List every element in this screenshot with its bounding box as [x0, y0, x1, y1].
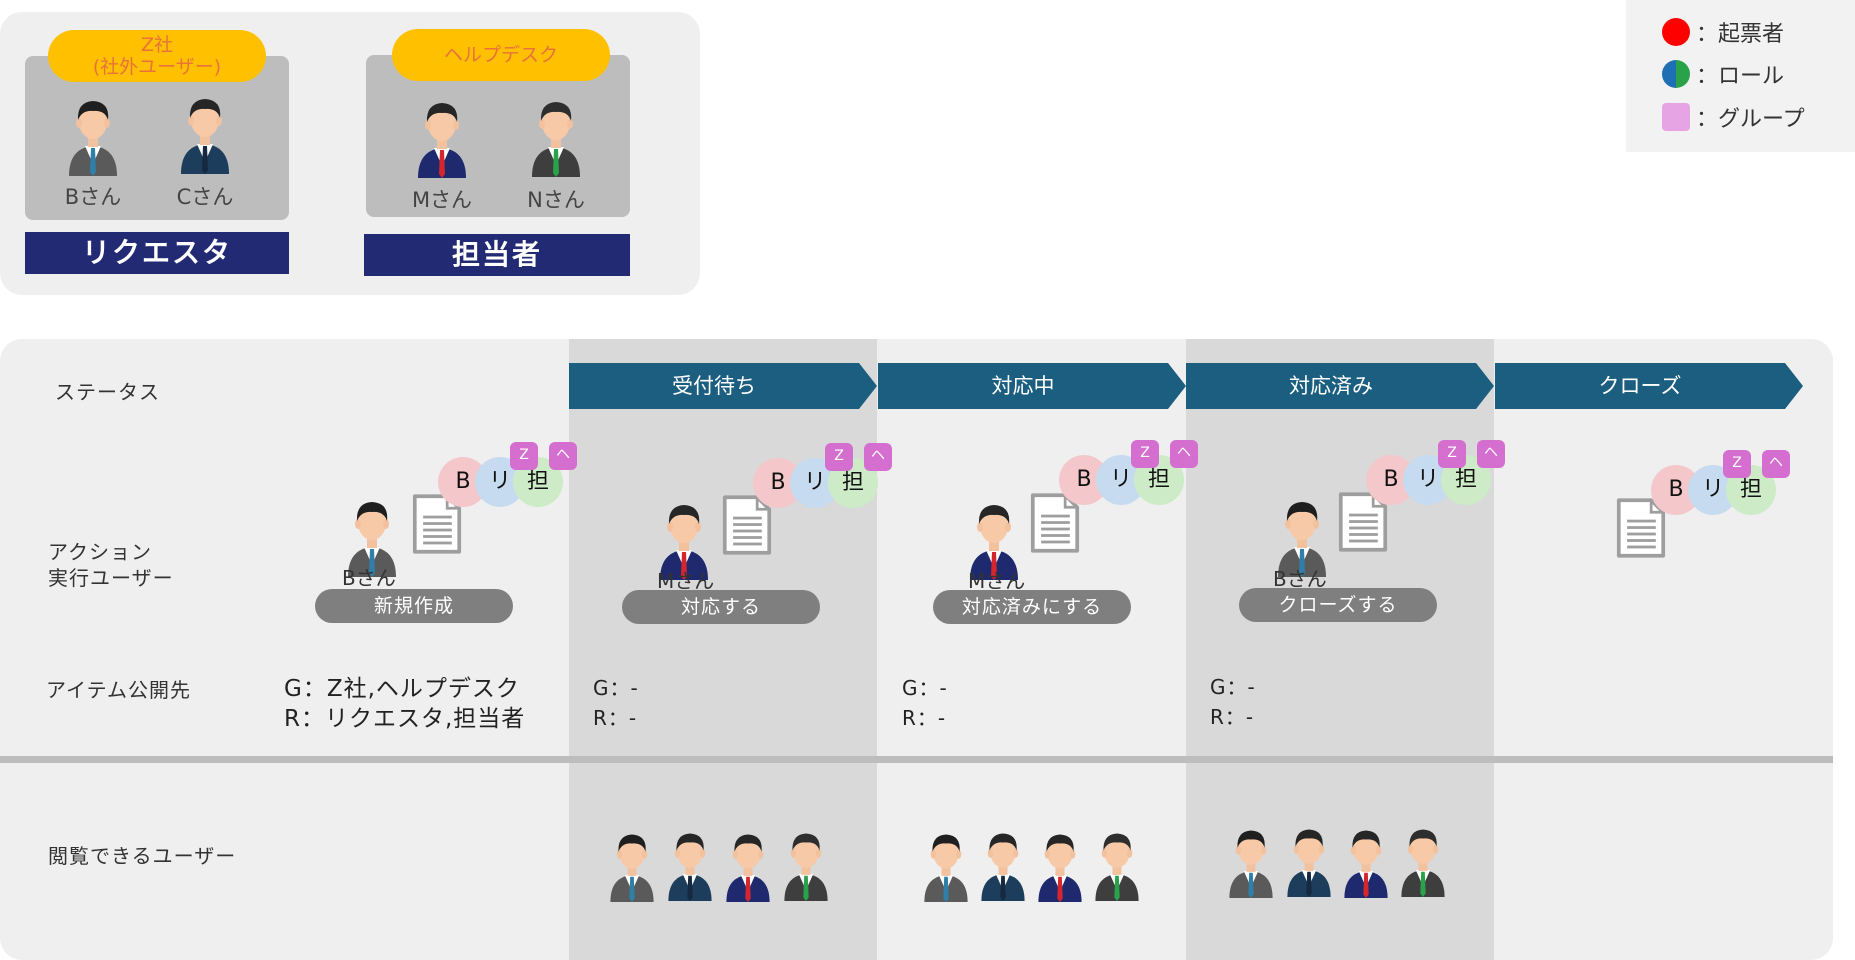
status-arrow: 受付待ち [569, 363, 877, 409]
group-pill-helpdesk: ヘルプデスク [392, 29, 610, 81]
actor-label: Mさん [657, 569, 715, 593]
half-circle-icon [1662, 60, 1690, 88]
member-label: Bさん [64, 185, 122, 209]
published-roles: R：- [1210, 705, 1255, 729]
row-label-action: アクション 実行ユーザー [48, 539, 174, 591]
status-arrow-shape [1495, 363, 1803, 409]
member-label: Cさん [176, 185, 234, 209]
row-label-published: アイテム公開先 [46, 678, 191, 702]
legend-item-role: ：ロール [1662, 58, 1784, 90]
group-badge-helpdesk: ヘ [1170, 440, 1198, 468]
legend-item-group: ：グループ [1662, 101, 1805, 133]
status-arrow-shape [569, 363, 877, 409]
status-arrow: 対応中 [878, 363, 1186, 409]
square-icon [1662, 103, 1690, 131]
row-label-line: 実行ユーザー [48, 566, 174, 590]
status-arrow-shape [878, 363, 1186, 409]
group-pill-z: Z社 (社外ユーザー) [48, 30, 266, 82]
group-badge-helpdesk: ヘ [1762, 450, 1790, 478]
red-circle-icon [1662, 18, 1690, 46]
group-badge-z: Z [1438, 440, 1466, 468]
status-label: 対応中 [991, 374, 1055, 398]
person-icon [1396, 816, 1450, 897]
row-label-line: アクション [48, 540, 152, 564]
published-roles: R：リクエスタ,担当者 [284, 706, 526, 732]
status-arrow-shape [1186, 363, 1494, 409]
person-icon [1339, 817, 1393, 898]
legend-label: ：ロール [1696, 64, 1785, 89]
status-label: 受付待ち [672, 374, 756, 398]
group-badge-z: Z [1131, 440, 1159, 468]
person-icon [1033, 821, 1087, 902]
status-arrow: 対応済み [1186, 363, 1494, 409]
member-label: Nさん [527, 188, 585, 212]
group-box-z: Bさん Cさん [25, 56, 289, 220]
group-subname: (社外ユーザー) [92, 56, 222, 78]
group-badge-helpdesk: ヘ [549, 442, 577, 470]
person-icon [605, 821, 659, 902]
actor-label: Mさん [968, 569, 1026, 593]
group-badge-helpdesk: ヘ [864, 443, 892, 471]
group-badge-z: Z [825, 443, 853, 471]
person-icon [663, 820, 717, 901]
person-icon [412, 88, 472, 178]
person-icon [1282, 816, 1336, 897]
roles-groups-panel: Bさん Cさん Z社 (社外ユーザー) リクエスタ Mさん Nさん ヘルプデスク… [0, 12, 700, 295]
person-icon [175, 84, 235, 174]
legend: ：起票者 ：ロール ：グループ [1626, 0, 1855, 152]
status-arrow: クローズ [1495, 363, 1803, 409]
member-label: Mさん [411, 188, 473, 212]
row-label-status: ステータス [55, 380, 160, 404]
group-badge-z: Z [510, 442, 538, 470]
legend-label: ：グループ [1696, 107, 1805, 132]
group-badge-z: Z [1723, 450, 1751, 478]
person-icon [976, 820, 1030, 901]
group-name: ヘルプデスク [443, 44, 558, 66]
mark-done-button[interactable]: 対応済みにする [933, 590, 1131, 624]
legend-label: ：起票者 [1696, 22, 1785, 47]
person-icon [779, 820, 833, 901]
person-icon [919, 821, 973, 902]
published-roles: R：- [593, 706, 638, 730]
close-button[interactable]: クローズする [1239, 588, 1437, 622]
workflow-panel: ステータス アクション 実行ユーザー アイテム公開先 閲覧できるユーザー 受付待… [0, 339, 1833, 960]
status-label: 対応済み [1289, 374, 1373, 398]
respond-button[interactable]: 対応する [622, 590, 820, 624]
person-icon [1090, 820, 1144, 901]
published-groups: G：Z社,ヘルプデスク [284, 676, 520, 702]
role-banner-assignee: 担当者 [364, 234, 630, 276]
status-label: クローズ [1598, 374, 1682, 398]
published-groups: G：- [902, 676, 948, 700]
group-badge-helpdesk: ヘ [1477, 440, 1505, 468]
actor-label: Bさん [1273, 567, 1327, 591]
person-icon [1224, 817, 1278, 898]
group-name: Z社 [140, 34, 174, 56]
row-label-viewers: 閲覧できるユーザー [48, 844, 237, 868]
published-groups: G：- [593, 676, 639, 700]
legend-item-creator: ：起票者 [1662, 16, 1784, 48]
published-groups: G：- [1210, 675, 1256, 699]
person-icon [63, 86, 123, 176]
person-icon [721, 821, 775, 902]
group-box-helpdesk: Mさん Nさん [366, 55, 630, 217]
create-button[interactable]: 新規作成 [315, 589, 513, 623]
role-banner-requester: リクエスタ [25, 232, 289, 274]
person-icon [526, 87, 586, 177]
actor-label: Bさん [342, 566, 396, 590]
published-roles: R：- [902, 706, 947, 730]
row-divider [0, 756, 1833, 763]
